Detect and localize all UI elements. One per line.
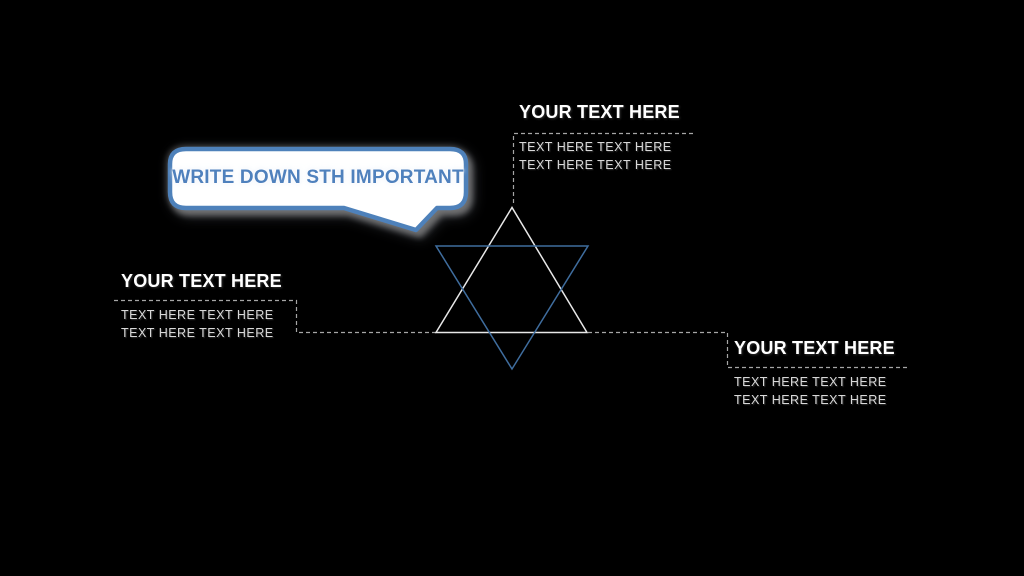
text-block-left-line2: TEXT HERE TEXT HERE [121, 326, 274, 340]
text-block-top-heading: YOUR TEXT HERE [519, 102, 680, 122]
text-block-right-line1: TEXT HERE TEXT HERE [734, 375, 887, 389]
text-block-left-heading: YOUR TEXT HERE [121, 271, 282, 291]
text-block-right[interactable]: YOUR TEXT HERE TEXT HERE TEXT HERE TEXT … [734, 337, 895, 409]
connector-right-dashed-line [588, 331, 908, 369]
callout-text: WRITE DOWN STH IMPORTANT [172, 167, 464, 188]
text-block-top-line1: TEXT HERE TEXT HERE [519, 140, 672, 154]
text-block-right-body: TEXT HERE TEXT HERE TEXT HERE TEXT HERE [734, 373, 895, 409]
text-block-top-line2: TEXT HERE TEXT HERE [519, 158, 672, 172]
text-block-left-line1: TEXT HERE TEXT HERE [121, 308, 274, 322]
text-block-right-line2: TEXT HERE TEXT HERE [734, 393, 887, 407]
speech-callout[interactable] [167, 146, 469, 233]
text-block-left[interactable]: YOUR TEXT HERE TEXT HERE TEXT HERE TEXT … [121, 270, 282, 342]
connector-top-dashed-line [512, 132, 693, 204]
text-block-top[interactable]: YOUR TEXT HERE TEXT HERE TEXT HERE TEXT … [519, 101, 680, 174]
star-down-triangle [434, 245, 590, 371]
star-up-triangle [434, 206, 589, 334]
text-block-left-body: TEXT HERE TEXT HERE TEXT HERE TEXT HERE [121, 306, 282, 342]
text-block-top-body: TEXT HERE TEXT HERE TEXT HERE TEXT HERE [519, 138, 680, 174]
connector-left-dashed-line [114, 299, 436, 334]
speech-bubble-shape[interactable] [167, 146, 469, 233]
text-block-right-heading: YOUR TEXT HERE [734, 338, 895, 358]
